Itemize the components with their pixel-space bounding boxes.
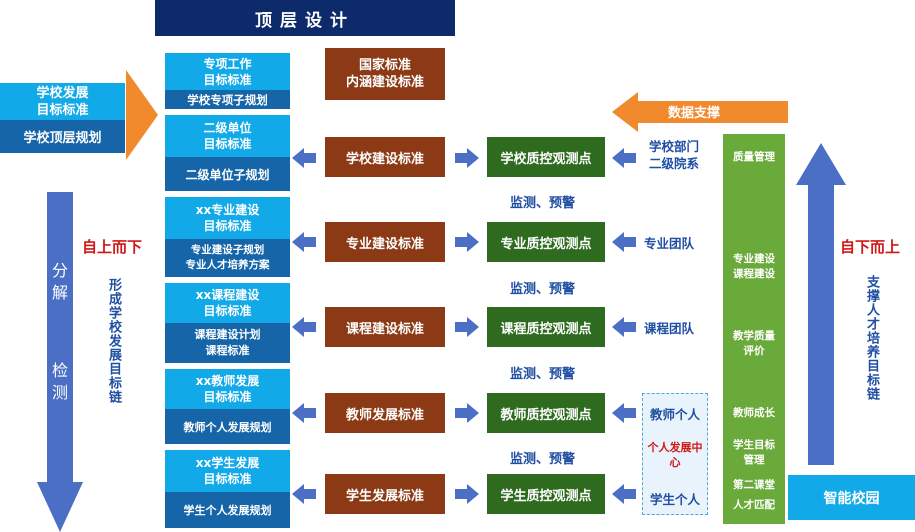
left-arrow-icon [612,232,636,252]
left-arrow-icon [292,317,316,337]
left-arrow-icon [292,148,316,168]
data-support-label: 数据支撑 [668,106,721,121]
monitor-warn-label: 监测、预警 [510,196,576,211]
standard-box-school: 学校建设标准 [325,137,445,177]
green-item-7: 人才匹配 [733,499,775,511]
school-plan-box: 学校顶层规划 [0,120,125,153]
right-arrow-icon [455,317,479,337]
right-arrow-icon [126,70,158,160]
monitor-warn-label: 监测、预警 [510,452,576,467]
left-arrow-icon [612,317,636,337]
monitor-box-school: 学校质控观测点 [487,137,605,177]
monitor-warn-label: 监测、预警 [510,282,576,297]
plan-box-6: xx学生发展目标标准 学生个人发展规划 [165,450,290,528]
school-goal-line1: 学校发展 [36,85,89,101]
school-goal-line2: 目标标准 [36,102,89,118]
left-arrow-icon [612,92,788,132]
national-standard-box: 国家标准 内涵建设标准 [325,48,445,100]
smart-campus-box: 智能校园 [788,475,915,520]
green-item-3: 教学质量评价 [733,330,775,357]
monitor-box-course: 课程质控观测点 [487,307,605,347]
plan-box-1: 专项工作目标标准 学校专项子规划 [165,53,290,109]
green-item-6: 第二课堂 [733,479,775,491]
left-arrow-icon [612,403,636,423]
source-school-dept: 学校部门 二级院系 [648,139,699,171]
school-plan-text: 学校顶层规划 [23,131,102,146]
green-item-4: 教师成长 [733,407,775,419]
top-down-label: 自上而下 [82,238,143,256]
down-arrow-icon [37,192,83,532]
source-student: 学生个人 [649,492,700,507]
monitor-box-teacher: 教师质控观测点 [487,393,605,433]
right-arrow-icon [455,484,479,504]
source-major-team: 专业团队 [644,236,695,251]
standard-box-major: 专业建设标准 [325,222,445,262]
left-arrow-icon [612,148,636,168]
plan-box-2: 二级单位目标标准 二级单位子规划 [165,115,290,191]
bottom-up-label: 自下而上 [840,238,901,256]
standard-box-course: 课程建设标准 [325,307,445,347]
monitor-box-student: 学生质控观测点 [487,474,605,514]
monitor-warn-label: 监测、预警 [510,367,576,382]
school-goal-box: 学校发展 目标标准 [0,83,125,120]
monitor-box-major: 专业质控观测点 [487,222,605,262]
plan-box-5: xx教师发展目标标准 教师个人发展规划 [165,369,290,444]
support-chain-text: 支撑人才培养目标链 [864,275,879,401]
right-arrow-icon [455,148,479,168]
decompose-text: 分 解 检 测 [51,261,68,402]
green-item-2: 专业建设课程建设 [733,253,775,280]
personal-center-label: 个人发展中 心 [647,441,703,469]
standard-box-student: 学生发展标准 [325,474,445,514]
right-arrow-icon [455,403,479,423]
left-arrow-icon [292,403,316,423]
plan-box-4: xx课程建设目标标准 课程建设计划课程标准 [165,283,290,363]
page-title: 顶层设计 [155,0,455,36]
personal-center-box: 教师个人 个人发展中 心 学生个人 [642,393,708,515]
left-arrow-icon [292,232,316,252]
right-arrow-icon [455,232,479,252]
source-course-team: 课程团队 [644,321,695,336]
left-arrow-icon [612,484,636,504]
green-item-5: 学生目标管理 [733,439,775,466]
title-text: 顶层设计 [255,10,355,31]
source-teacher: 教师个人 [649,407,700,422]
smart-app-bar: 质量管理 专业建设课程建设 教学质量评价 教师成长 学生目标管理 第二课堂 人才… [723,134,785,524]
plan-box-3: xx专业建设目标标准 专业建设子规划专业人才培养方案 [165,197,290,277]
green-item-1: 质量管理 [733,151,775,163]
standard-box-teacher: 教师发展标准 [325,393,445,433]
up-arrow-icon [796,143,846,465]
left-arrow-icon [292,484,316,504]
goal-chain-text: 形成学校发展目标链 [106,278,121,404]
